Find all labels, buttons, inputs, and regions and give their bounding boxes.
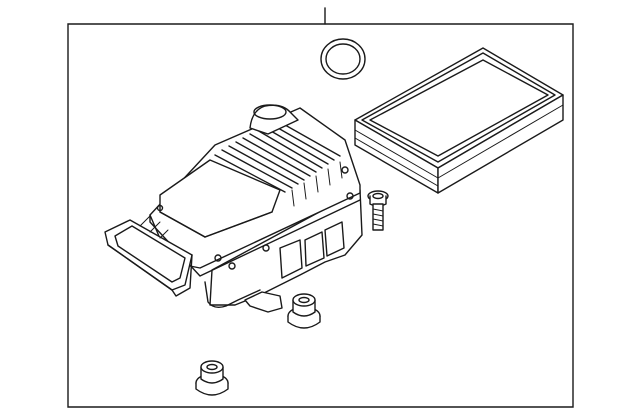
assembly-frame — [68, 24, 573, 407]
rubber-grommet-lower — [196, 361, 228, 395]
rubber-grommet-upper — [288, 294, 320, 328]
air-filter-element — [355, 48, 563, 193]
air-cleaner-housing — [105, 105, 362, 312]
seal-ring — [321, 39, 365, 79]
mounting-bolt — [368, 191, 388, 230]
